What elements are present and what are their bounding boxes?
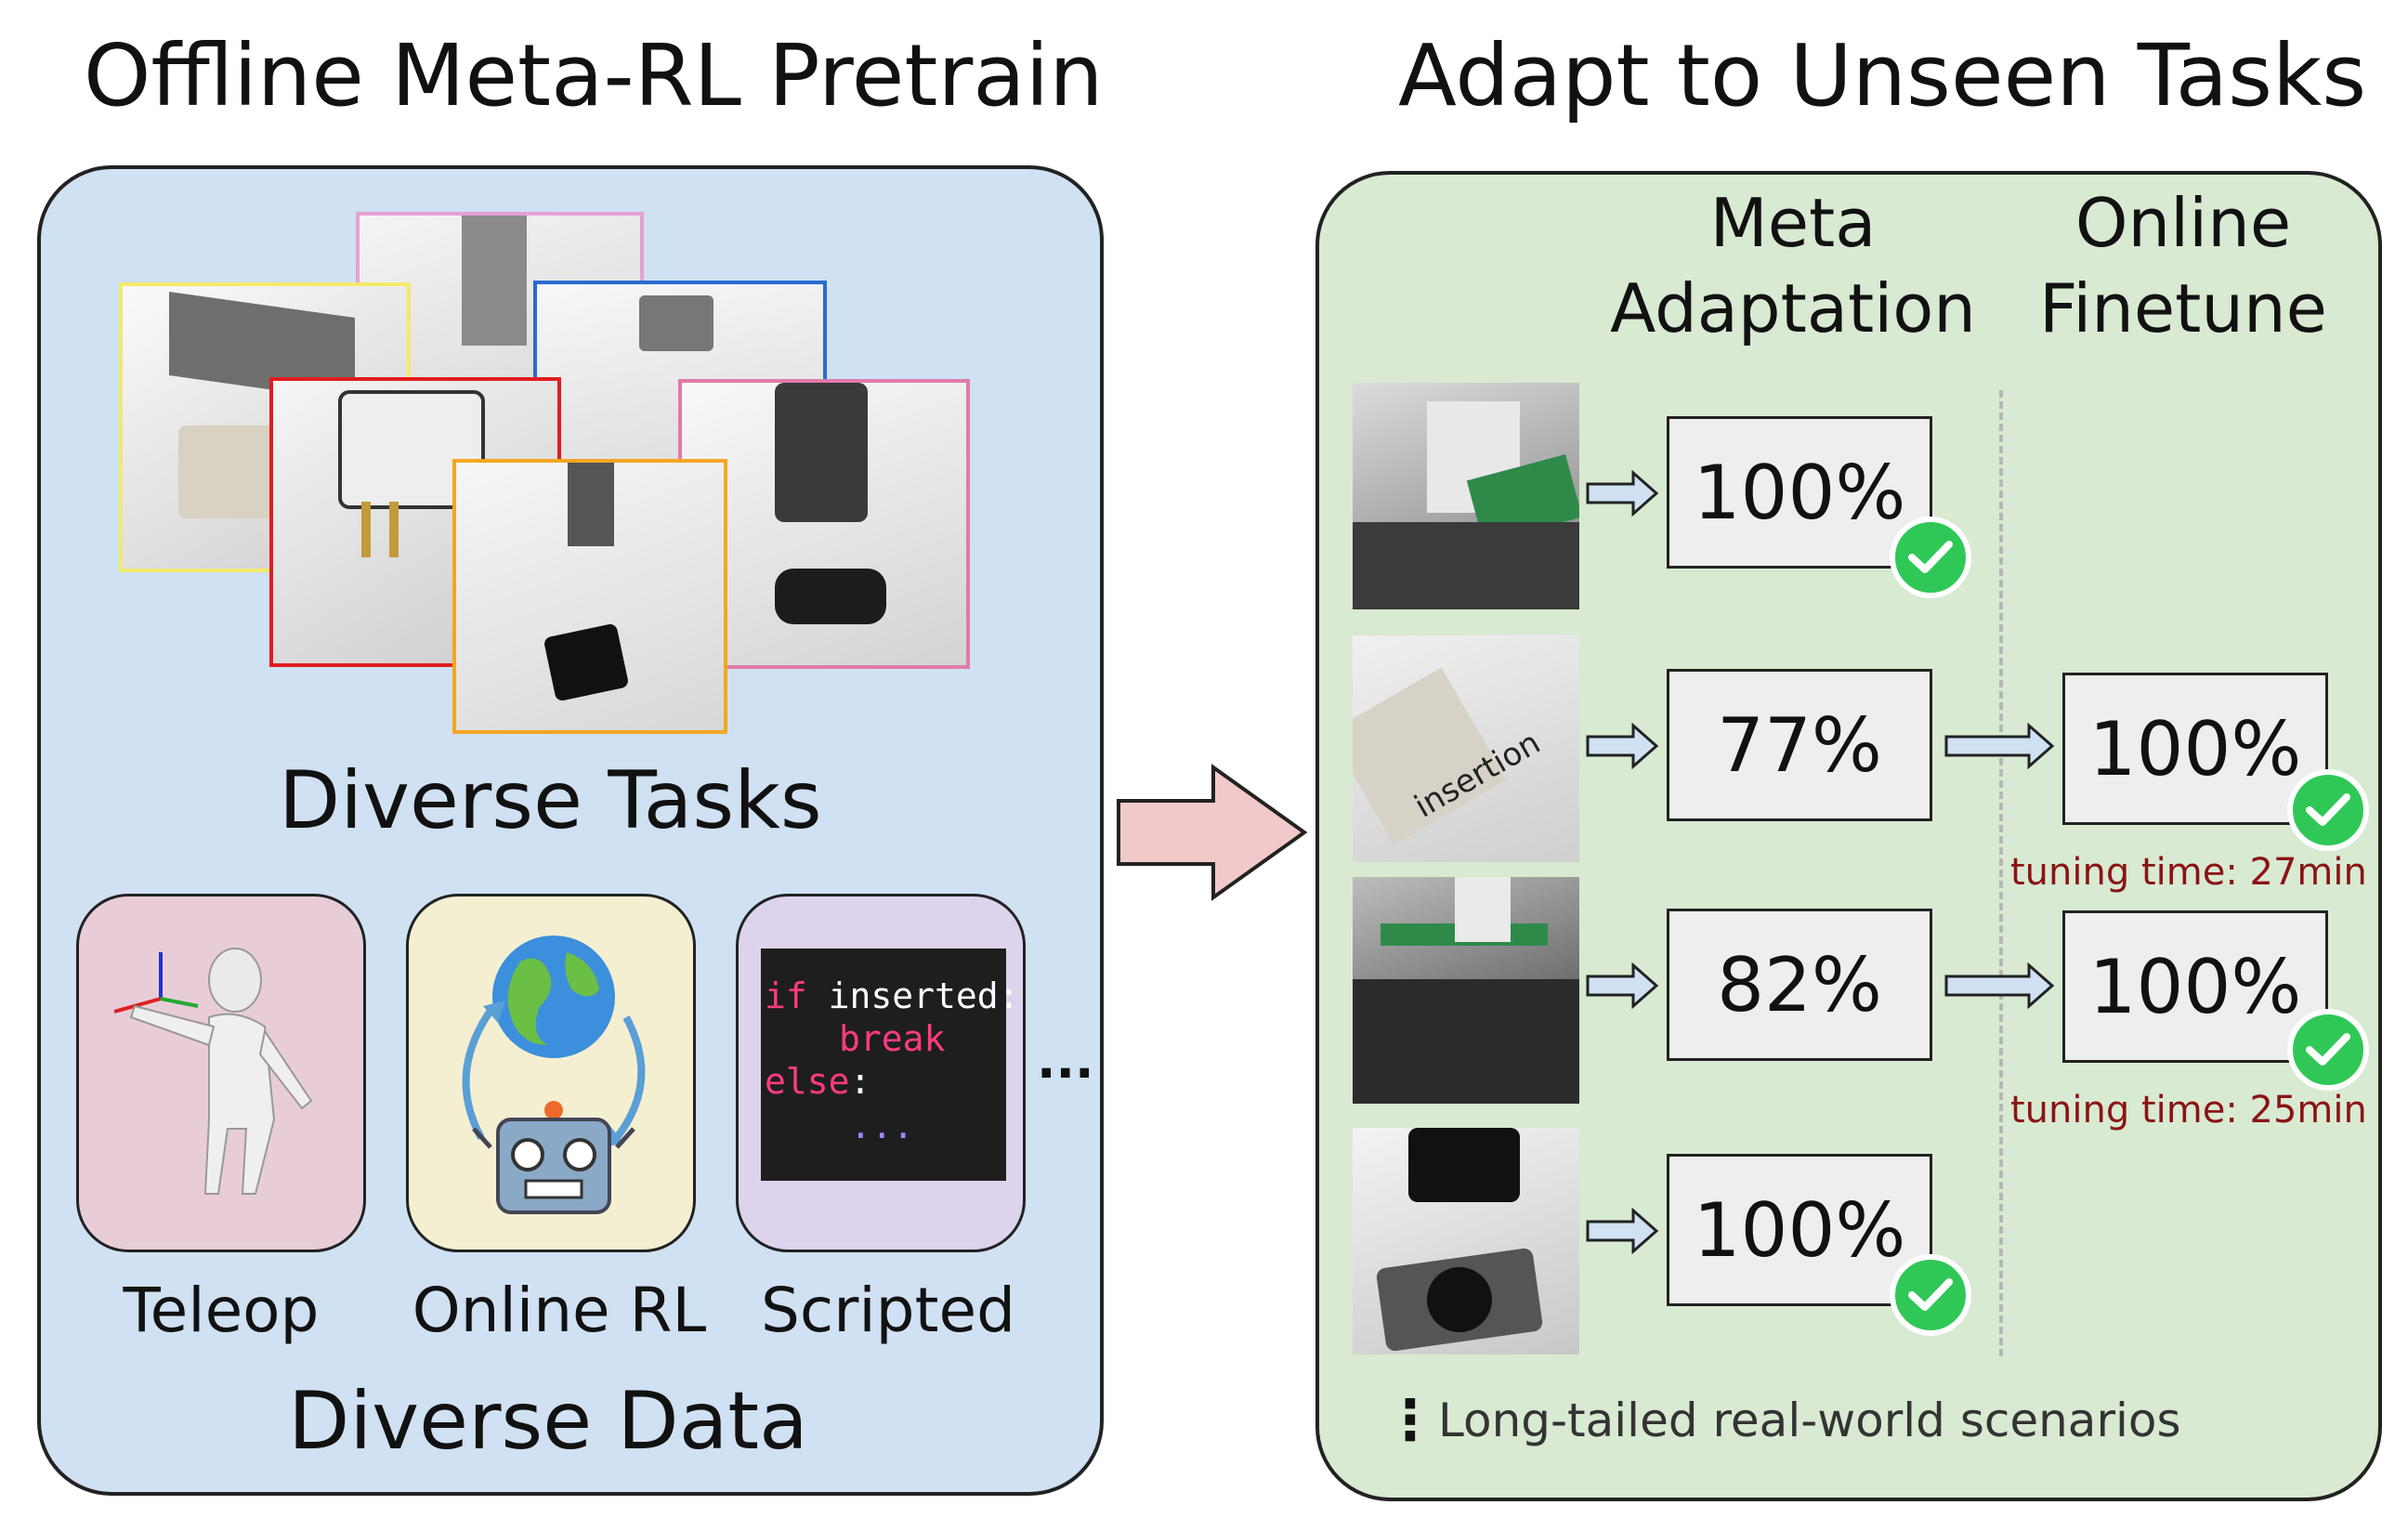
arrow-right-icon	[1586, 723, 1659, 769]
row4-meta-result: 100%	[1667, 1154, 1932, 1306]
row1-check-icon	[1890, 517, 1971, 598]
right-title: Adapt to Unseen Tasks	[1398, 26, 2367, 125]
row2-online-check-icon	[2287, 769, 2369, 851]
arrow-right-icon	[1586, 470, 1659, 517]
source-label-online-rl: Online RL	[412, 1275, 707, 1346]
teleop-source	[76, 894, 366, 1252]
col-header-online: Online Finetune	[2039, 184, 2327, 347]
source-label-scripted: Scripted	[761, 1275, 1015, 1346]
diverse-tasks-label: Diverse Tasks	[279, 754, 822, 847]
scripted-source: if inserted: break else: ...	[736, 894, 1026, 1252]
row1-meta-result: 100%	[1667, 416, 1932, 569]
code-condition: inserted:	[806, 975, 1020, 1016]
row4-task-thumbnail	[1353, 1128, 1579, 1354]
robot-icon	[472, 1101, 635, 1214]
arrow-right-icon	[1586, 1208, 1659, 1254]
row2-tuning-time: tuning time: 27min	[2010, 851, 2367, 894]
diverse-data-label: Diverse Data	[288, 1375, 808, 1468]
footer-note: Long-tailed real-world scenarios	[1438, 1394, 2181, 1447]
transfer-arrow-icon	[1117, 764, 1308, 901]
arrow-right-icon	[1944, 723, 2055, 769]
footer-ellipsis: ⋮	[1382, 1388, 1438, 1453]
row3-online-check-icon	[2287, 1009, 2369, 1091]
task-photo-orange	[452, 459, 727, 734]
more-sources-ellipsis: ...	[1037, 1031, 1094, 1090]
row2-online-result: 100%	[2062, 673, 2328, 825]
code-snippet: if inserted: break else: ...	[761, 949, 1020, 1181]
row3-tuning-time: tuning time: 25min	[2010, 1089, 2367, 1132]
row4-check-icon	[1890, 1254, 1971, 1336]
column-divider	[1999, 390, 2003, 1356]
code-keyword-if: if	[765, 975, 807, 1016]
online-rl-source	[406, 894, 696, 1252]
arrow-right-icon	[1944, 962, 2055, 1009]
row3-meta-result: 82%	[1667, 909, 1932, 1061]
arrow-right-icon	[1586, 962, 1659, 1009]
row3-task-thumbnail	[1353, 877, 1579, 1104]
code-ellipsis: ...	[850, 1106, 914, 1146]
earth-icon	[492, 936, 615, 1058]
col-header-meta: Meta Adaptation	[1610, 184, 1976, 347]
left-title: Offline Meta-RL Pretrain	[84, 26, 1104, 125]
code-colon: :	[849, 1061, 871, 1102]
row2-task-thumbnail: insertion	[1353, 635, 1579, 862]
row1-task-thumbnail	[1353, 383, 1579, 609]
task-photo-magenta	[678, 379, 970, 669]
row3-online-result: 100%	[2062, 910, 2328, 1063]
row2-meta-result: 77%	[1667, 669, 1932, 821]
teleop-figure-icon	[113, 948, 313, 1195]
code-keyword-else: else	[765, 1061, 850, 1102]
source-label-teleop: Teleop	[123, 1275, 320, 1346]
code-keyword-break: break	[839, 1018, 946, 1059]
